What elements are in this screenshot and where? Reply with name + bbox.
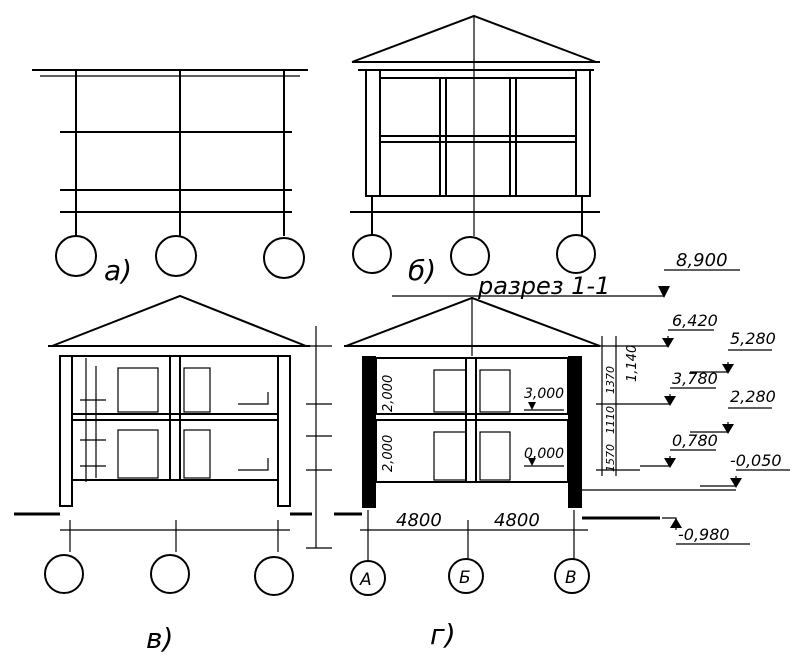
- level-ridge: 8,900: [676, 250, 728, 271]
- axis-letter-B: Б: [459, 568, 471, 588]
- panel-a-axis-grid: [32, 69, 308, 279]
- level-0780: 0,780: [672, 431, 718, 450]
- panel-label-a: а): [104, 254, 132, 287]
- axis-marker-g-A: [350, 560, 386, 596]
- level-2280: 2,280: [730, 387, 776, 406]
- vdim-1140: 1,140: [625, 345, 640, 382]
- axis-marker-g-V: [554, 558, 590, 594]
- span-1: 4800: [396, 510, 442, 531]
- axis-marker-g-B: [448, 558, 484, 594]
- inner-level-upper: 3,000: [524, 386, 564, 402]
- vdim-1110: 1110: [604, 406, 617, 434]
- level-mark-ridge: [392, 269, 740, 298]
- inner-level-lower: 0,000: [524, 446, 564, 462]
- axis-letter-V: В: [565, 568, 577, 588]
- panel-label-b: б): [408, 254, 436, 287]
- axis-marker-b-1: [352, 234, 392, 274]
- inner-height-upper: 2,000: [381, 375, 396, 412]
- vdim-1570: 1570: [604, 444, 617, 472]
- axis-marker-b-3: [556, 234, 596, 274]
- inner-height-lower: 2,000: [381, 435, 396, 472]
- section-title: разрез 1-1: [477, 272, 610, 300]
- panel-b-frame: [350, 14, 600, 276]
- axis-marker-a-1: [55, 235, 97, 277]
- axis-letter-A: А: [359, 570, 372, 590]
- level-eaves: 6,420: [672, 311, 718, 330]
- axis-marker-a-3: [263, 237, 305, 279]
- axis-marker-a-2: [155, 235, 197, 277]
- panel-v-section: [14, 294, 332, 596]
- panel-label-g: г): [430, 618, 456, 651]
- axis-marker-b-2: [450, 236, 490, 276]
- vdim-1370: 1370: [604, 366, 617, 394]
- level-5280: 5,280: [730, 329, 776, 348]
- level-minus-0050: -0,050: [730, 451, 782, 470]
- axis-marker-v-1: [44, 554, 84, 594]
- level-minus-0980: -0,980: [678, 525, 730, 544]
- level-3780: 3,780: [672, 369, 718, 388]
- span-2: 4800: [494, 510, 540, 531]
- axis-marker-v-3: [254, 556, 294, 596]
- panel-label-v: в): [146, 622, 173, 655]
- axis-marker-v-2: [150, 554, 190, 594]
- panel-g-section: [334, 296, 790, 596]
